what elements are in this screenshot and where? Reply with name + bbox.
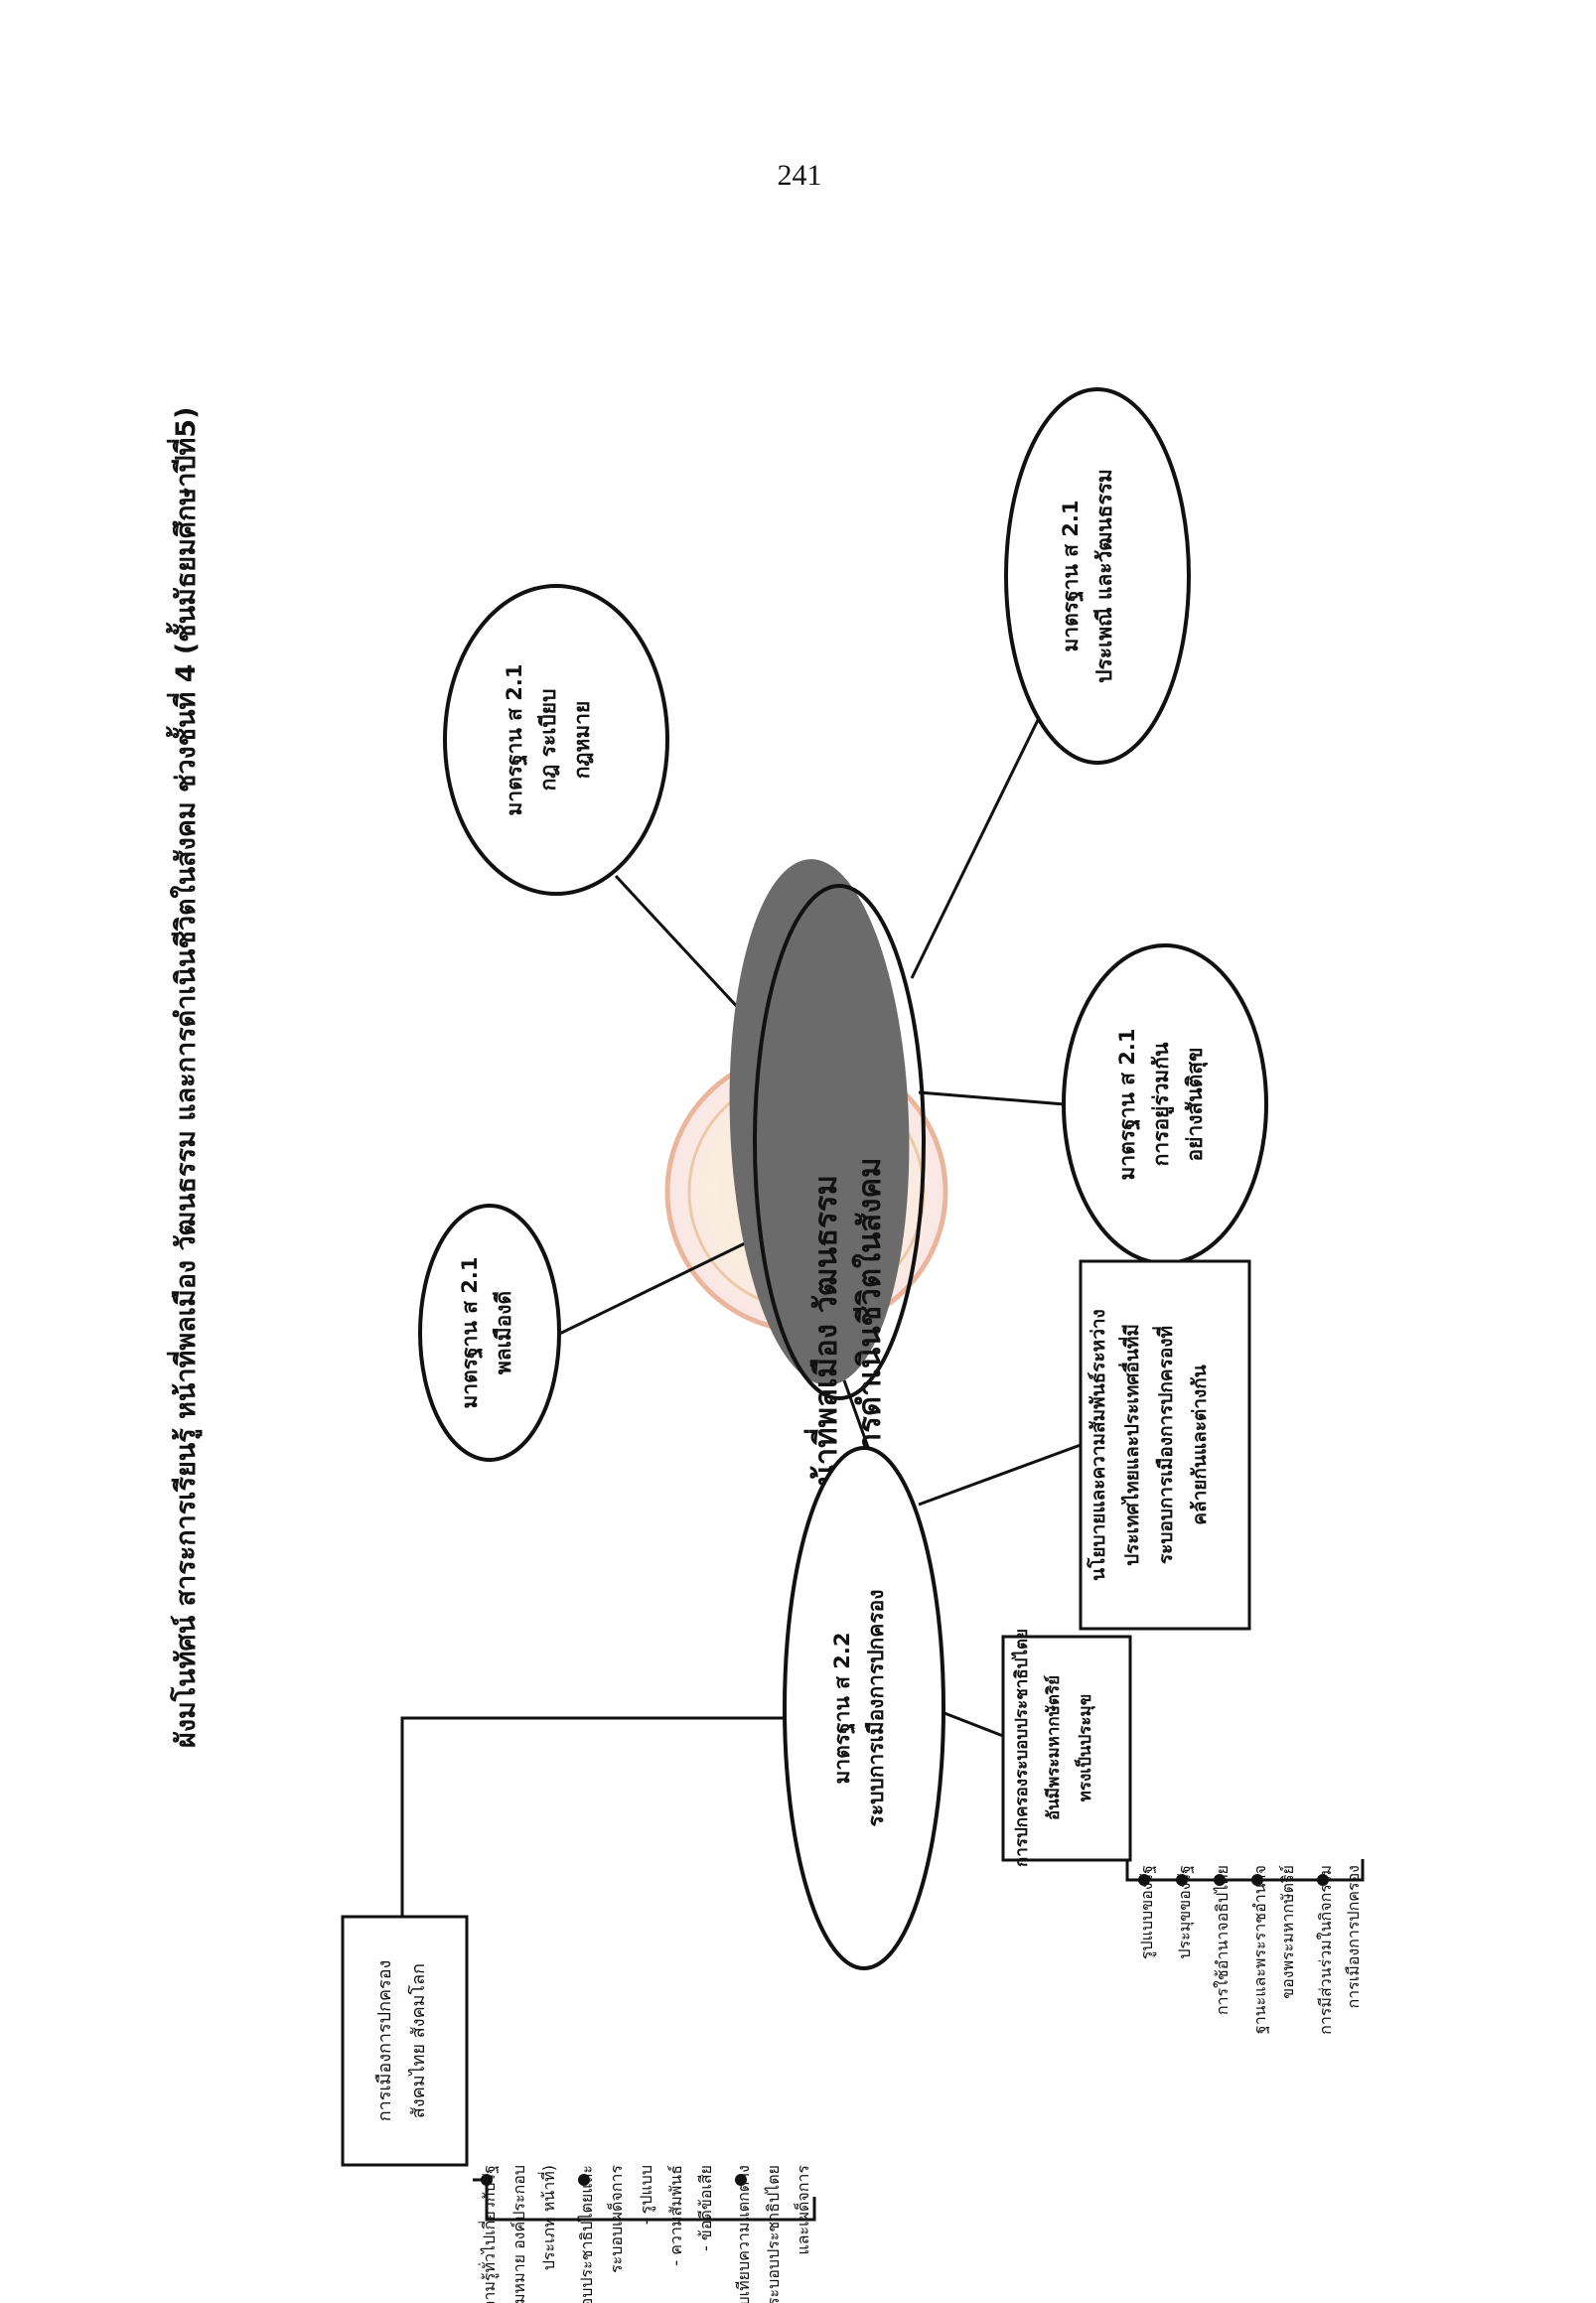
box-democracy: การปกครองระบอบประชาธิปไตย อันมีพระมหากษัต… (1001, 1629, 1363, 2035)
node-line: มาตรฐาน ส 2.1 (458, 1257, 484, 1409)
list-item-line: รูปแบบของรัฐ (1137, 1865, 1157, 1959)
list-item-line: ประเภท หน้าที่) (537, 2165, 558, 2270)
bullet-dot (1214, 1874, 1226, 1886)
box-line: สังคมไทย สังคมโลก (407, 1963, 429, 2118)
node-line: มาตรฐาน ส 2.1 (1115, 1029, 1141, 1181)
list-item-line: ความรู้ทั่วไปเกี่ยวกับรัฐ (478, 2165, 500, 2303)
bullet-dot (1176, 1874, 1188, 1886)
list-item-line: เปรียบเทียบความแตกต่าง (734, 2165, 753, 2303)
list-item: รูปแบบของรัฐ (1137, 1865, 1157, 1959)
list-item: ความรู้ทั่วไปเกี่ยวกับรัฐ (ความหมาย องค์ป… (478, 2165, 558, 2303)
diagram-title: ผังมโนทัศน์ สาระการเรียนรู้ หน้าที่พลเมื… (165, 407, 203, 1748)
node-peaceful-living: มาตรฐาน ส 2.1 การอยู่ร่วมกัน อย่างสันติสุข (1062, 943, 1268, 1265)
bullet-dot (578, 2174, 590, 2186)
list-item-line: การมีส่วนร่วมในกิจกรรม (1316, 1865, 1335, 2035)
node-line: กฎ ระเบียบ (536, 689, 560, 792)
connector-lines (400, 719, 1365, 2222)
node-line: กฎหมาย (570, 701, 594, 780)
list-item-line: ของพระมหากษัตริย์ (1278, 1865, 1297, 1999)
list-item: การมีส่วนร่วมในกิจกรรม การเมืองการปกครอง (1316, 1865, 1363, 2035)
list-item-line: ประมุขของรัฐ (1175, 1865, 1195, 1959)
node-line: พลเมืองดี (492, 1291, 515, 1374)
box-line: การปกครองระบอบประชาธิปไตย (1011, 1629, 1032, 1867)
box-line: ทรงเป็นประมุข (1073, 1694, 1095, 1802)
list-item-line: - รูปแบบ (637, 2165, 656, 2225)
box-line: อันมีพระมหากษัตริย์ (1043, 1675, 1064, 1820)
box-line: ระบอบการเมืองการปกครองที่ (1152, 1326, 1177, 1564)
node-civic-duty: มาตรฐาน ส 2.1 พลเมืองดี (418, 1204, 561, 1462)
bullet-dot (1317, 1874, 1329, 1886)
node-tradition: มาตรฐาน ส 2.1 ประเพณี และวัฒนธรรม (1004, 387, 1191, 765)
list-item-line: ระบอบประชาธิปไตยและ (577, 2165, 596, 2303)
list-item-line: และเผด็จการ (793, 2165, 812, 2255)
list-item-line: ระบอบเผด็จการ (606, 2165, 626, 2273)
box-line: คล้ายกันและต่างกัน (1189, 1365, 1211, 1525)
center-node (729, 859, 926, 1400)
node-line: ระบบการเมืองการปกครอง (864, 1590, 888, 1827)
node-line: การอยู่ร่วมกัน (1149, 1042, 1175, 1166)
center-node-line: หน้าที่พลเมือง วัฒนธรรม (803, 1175, 844, 1507)
bullet-dot (735, 2174, 747, 2186)
list-item: ระบอบประชาธิปไตยและ ระบอบเผด็จการ - รูปแบบ… (577, 2165, 715, 2303)
box-foreign-policy: นโยบายและความสัมพันธ์ระหว่าง ประเทศไทยและ… (1079, 1259, 1251, 1631)
list-item: เปรียบเทียบความแตกต่าง ระหว่างระบอบประชาธ… (734, 2165, 812, 2303)
node-law: มาตรฐาน ส 2.1 กฎ ระเบียบ กฎหมาย (443, 584, 669, 896)
node-line: ประเพณี และวัฒนธรรม (1092, 469, 1116, 683)
page-number: 241 (777, 159, 822, 192)
node-line: อย่างสันติสุข (1183, 1048, 1209, 1162)
list-item-line: (ความหมาย องค์ประกอบ (509, 2165, 528, 2303)
list-item-line: ฐานะและพระราชอำนาจ (1250, 1865, 1269, 2034)
node-government: มาตรฐาน ส 2.2 ระบบการเมืองการปกครอง (783, 1446, 945, 1970)
node-line: มาตรฐาน ส 2.1 (1059, 501, 1085, 652)
list-item: ฐานะและพระราชอำนาจ ของพระมหากษัตริย์ (1250, 1865, 1297, 2034)
list-item-line: การใช้อำนาจอธิปไตย (1213, 1865, 1232, 2015)
list-item-line: ระหว่างระบอบประชาธิปไตย (764, 2165, 783, 2303)
box-line: ประเทศไทยและประเทศอื่นที่มี (1118, 1324, 1143, 1566)
node-line: มาตรฐาน ส 2.2 (830, 1633, 856, 1785)
list-item: การใช้อำนาจอธิปไตย (1213, 1865, 1232, 2015)
list-item-line: การเมืองการปกครอง (1344, 1865, 1363, 2009)
node-line: มาตรฐาน ส 2.1 (503, 664, 528, 816)
box-world-politics: การเมืองการปกครอง สังคมไทย สังคมโลก ความร… (341, 1915, 812, 2303)
box-line: การเมืองการปกครอง (374, 1960, 395, 2122)
bullet-dot (1251, 1874, 1263, 1886)
list-item: ประมุขของรัฐ (1175, 1865, 1195, 1959)
box-line: นโยบายและความสัมพันธ์ระหว่าง (1087, 1309, 1109, 1581)
list-item-line: - ข้อดีข้อเสีย (696, 2165, 715, 2251)
bullet-dot (1138, 1874, 1150, 1886)
bullet-dot (481, 2174, 493, 2186)
list-item-line: - ความสัมพันธ์ (666, 2165, 685, 2266)
